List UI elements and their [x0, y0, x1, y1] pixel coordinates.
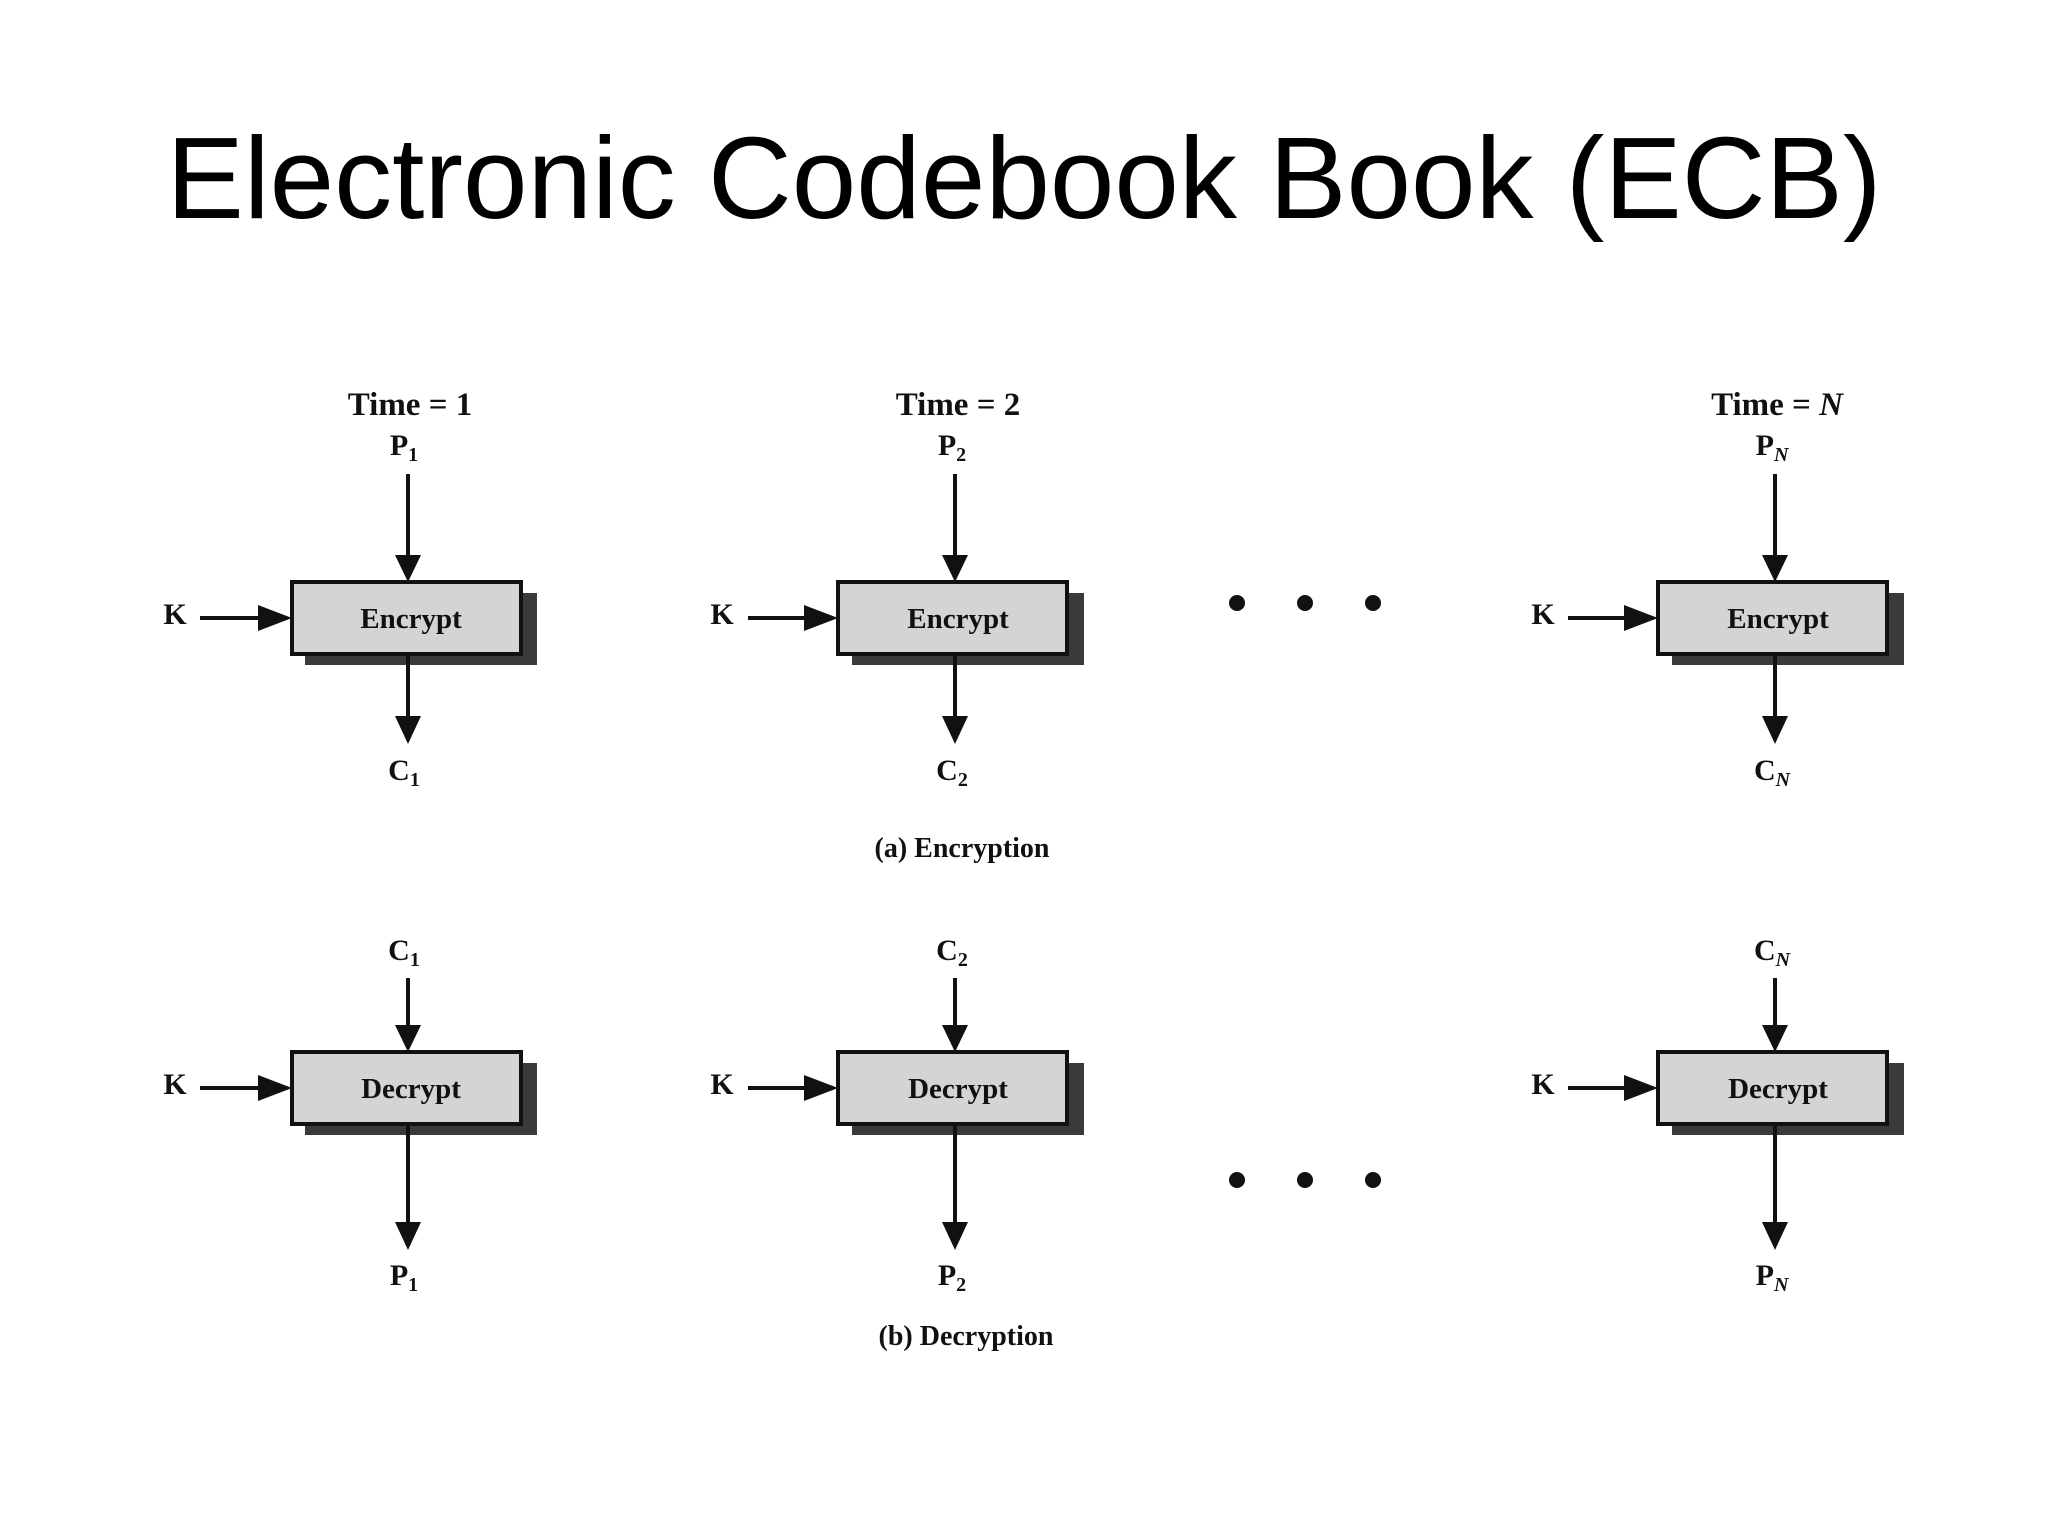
- dec-column-1: C1 K Decrypt P1: [163, 934, 537, 1296]
- key-label: K: [163, 1068, 187, 1101]
- decryption-caption: (b) Decryption: [879, 1321, 1054, 1352]
- output-arrow-head: [1762, 1222, 1788, 1250]
- dec-column-n: CN K Decrypt PN: [1531, 934, 1904, 1296]
- key-arrow-head: [804, 1075, 838, 1101]
- plaintext-label-1: P1: [390, 429, 418, 466]
- ciphertext-label-1: C1: [388, 934, 420, 971]
- ciphertext-label-n: CN: [1754, 934, 1792, 971]
- key-label: K: [163, 598, 187, 631]
- decrypt-box: [290, 1050, 523, 1126]
- key-arrow-head: [1624, 605, 1658, 631]
- decrypt-box: [836, 1050, 1069, 1126]
- decrypt-box-label: Decrypt: [1728, 1073, 1828, 1105]
- input-arrow-head: [1762, 1025, 1788, 1052]
- plaintext-label-n: PN: [1756, 429, 1790, 466]
- encrypt-box: [836, 580, 1069, 656]
- key-label: K: [1531, 1068, 1555, 1101]
- key-label: K: [1531, 598, 1555, 631]
- ellipsis-decryption: [1229, 1172, 1381, 1188]
- plaintext-label-1: P1: [390, 1259, 418, 1296]
- decrypt-box-label: Decrypt: [361, 1073, 461, 1105]
- key-arrow-head: [258, 605, 292, 631]
- time-label-2: Time = 2: [896, 387, 1021, 423]
- ciphertext-label-2: C2: [936, 754, 968, 791]
- input-arrow-head: [942, 555, 968, 582]
- encryption-caption: (a) Encryption: [875, 833, 1050, 864]
- input-arrow-head: [395, 1025, 421, 1052]
- ellipsis-encryption: [1229, 595, 1381, 611]
- key-arrow-head: [258, 1075, 292, 1101]
- key-label: K: [710, 1068, 734, 1101]
- encrypt-box-label: Encrypt: [1727, 603, 1829, 635]
- key-arrow-head: [1624, 1075, 1658, 1101]
- decrypt-box: [1656, 1050, 1889, 1126]
- dec-column-2: C2 K Decrypt P2: [710, 934, 1084, 1296]
- output-arrow-head: [1762, 716, 1788, 744]
- input-arrow-head: [942, 1025, 968, 1052]
- key-label: K: [710, 598, 734, 631]
- enc-column-n: Time = N PN K Encrypt CN: [1531, 387, 1904, 791]
- ciphertext-label-1: C1: [388, 754, 420, 791]
- key-arrow-head: [804, 605, 838, 631]
- ciphertext-label-n: CN: [1754, 754, 1792, 791]
- decryption-row: C1 K Decrypt P1 C2 K: [163, 934, 1904, 1352]
- slide-title: Electronic Codebook Book (ECB): [166, 113, 1882, 243]
- plaintext-label-2: P2: [938, 1259, 966, 1296]
- decrypt-box-label: Decrypt: [908, 1073, 1008, 1105]
- plaintext-label-n: PN: [1756, 1259, 1790, 1296]
- enc-column-2: Time = 2 P2 K Encrypt C2: [710, 387, 1084, 791]
- encrypt-box: [1656, 580, 1889, 656]
- encryption-row: Time = 1 P1 K Encrypt C1 Time = 2 P2: [163, 387, 1904, 864]
- ciphertext-label-2: C2: [936, 934, 968, 971]
- encrypt-box-label: Encrypt: [360, 603, 462, 635]
- output-arrow-head: [395, 716, 421, 744]
- encrypt-box-label: Encrypt: [907, 603, 1009, 635]
- output-arrow-head: [942, 1222, 968, 1250]
- time-label-1: Time = 1: [348, 387, 473, 423]
- enc-column-1: Time = 1 P1 K Encrypt C1: [163, 387, 537, 791]
- plaintext-label-2: P2: [938, 429, 966, 466]
- output-arrow-head: [942, 716, 968, 744]
- output-arrow-head: [395, 1222, 421, 1250]
- input-arrow-head: [1762, 555, 1788, 582]
- input-arrow-head: [395, 555, 421, 582]
- encrypt-box: [290, 580, 523, 656]
- time-label-n: Time = N: [1711, 387, 1844, 423]
